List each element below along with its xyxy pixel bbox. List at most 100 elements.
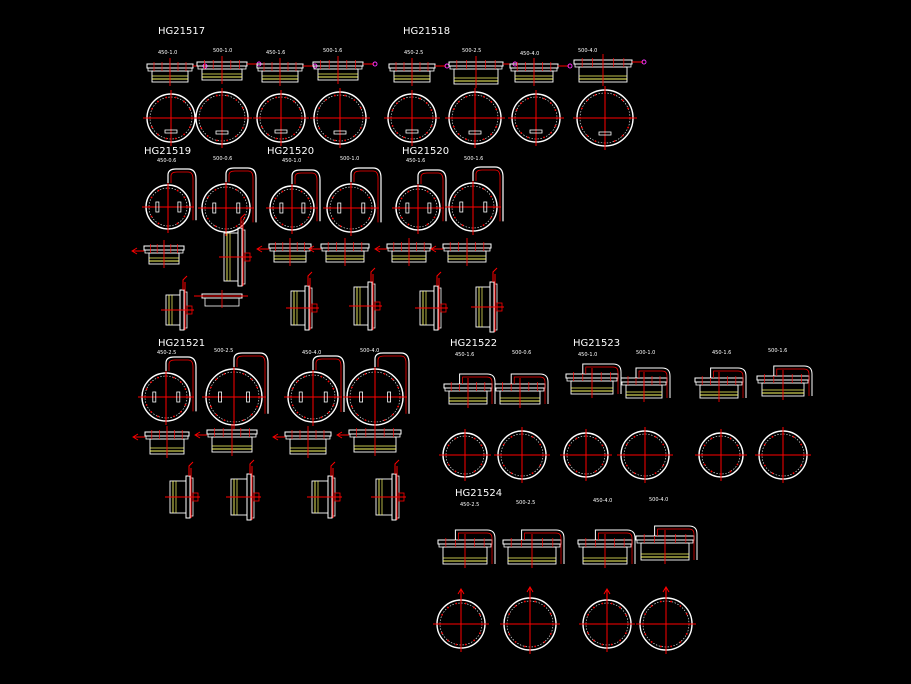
label-hg21523-1: 450-1.0 bbox=[578, 352, 597, 358]
mid-front-6 bbox=[445, 166, 504, 235]
label-hg21522-1: 450-1.6 bbox=[455, 352, 474, 358]
label-hg21521-2: 500-2.5 bbox=[214, 348, 233, 354]
mid-front-1 bbox=[142, 168, 197, 233]
label-hg21524-4: 500-4.0 bbox=[649, 497, 668, 503]
label-hg21521-3: 450-4.0 bbox=[302, 350, 321, 356]
title-hg21519: HG21519 bbox=[144, 146, 191, 157]
label-hg21517-4: 500-1.6 bbox=[323, 48, 342, 54]
hg21521-front-1 bbox=[138, 356, 197, 425]
label-hg21517-2: 500-1.0 bbox=[213, 48, 232, 54]
mid-side-1 bbox=[161, 275, 194, 331]
label-hg21523-2: 500-1.0 bbox=[636, 350, 655, 356]
hg21521-elevation-4 bbox=[336, 424, 402, 456]
label-hg21517-1: 450-1.0 bbox=[158, 50, 177, 56]
hg21521-front-3 bbox=[284, 355, 345, 426]
label-hg21523-3: 450-1.6 bbox=[712, 350, 731, 356]
title-hg21518: HG21518 bbox=[403, 26, 450, 37]
label-hg21524-2: 500-2.5 bbox=[516, 500, 535, 506]
mid-side-3 bbox=[349, 267, 382, 331]
mid-side-5 bbox=[471, 267, 504, 333]
mid-elevation-1 bbox=[131, 240, 185, 268]
label-hg21520b-2: 500-1.6 bbox=[464, 156, 483, 162]
label-hg21521-4: 500-4.0 bbox=[360, 348, 379, 354]
label-hg21518-1: 450-2.5 bbox=[404, 50, 423, 56]
hg21524-elevation-4 bbox=[635, 525, 698, 564]
hg21518-front-3 bbox=[508, 90, 564, 146]
label-hg21524-1: 450-2.5 bbox=[460, 502, 479, 508]
hg21524-front-3 bbox=[579, 588, 635, 652]
mid-front-2 bbox=[198, 167, 257, 236]
hg21524-elevation-1 bbox=[437, 529, 496, 568]
hinge-front-4 bbox=[617, 427, 673, 483]
hg21524-front-4 bbox=[636, 586, 696, 654]
mid-front-4 bbox=[323, 167, 382, 236]
drawing-parts bbox=[131, 54, 813, 654]
label-hg21517-3: 450-1.6 bbox=[266, 50, 285, 56]
hg21521-elevation-1 bbox=[132, 426, 190, 458]
label-hg21522-2: 500-0.6 bbox=[512, 350, 531, 356]
hg21524-front-1 bbox=[433, 588, 489, 652]
hinge-elevation-6 bbox=[756, 365, 813, 400]
mid-elevation-2 bbox=[256, 238, 312, 266]
hg21518-front-1 bbox=[384, 90, 440, 146]
label-hg21518-3: 450-4.0 bbox=[520, 51, 539, 57]
title-hg21522: HG21522 bbox=[450, 338, 497, 349]
hinge-front-3 bbox=[560, 429, 612, 481]
hg21518-elevation-2 bbox=[448, 56, 518, 88]
hg21518-elevation-1 bbox=[388, 58, 450, 86]
hg21521-side-3 bbox=[307, 461, 342, 519]
hinge-front-1 bbox=[439, 429, 491, 481]
hinge-front-2 bbox=[494, 427, 550, 483]
hg21517-front-4 bbox=[310, 88, 370, 148]
hg21518-elevation-3 bbox=[509, 58, 573, 86]
mid-side-2 bbox=[286, 271, 319, 331]
label-hg21524-3: 450-4.0 bbox=[593, 498, 612, 504]
label-hg21519-1: 450-0.6 bbox=[157, 158, 176, 164]
hg21521-side-2 bbox=[226, 459, 261, 521]
hinge-elevation-3 bbox=[565, 363, 622, 398]
hg21524-front-2 bbox=[500, 586, 560, 654]
hg21521-elevation-2 bbox=[194, 424, 258, 456]
hinge-elevation-5 bbox=[694, 367, 747, 402]
label-hg21520b-1: 450-1.6 bbox=[406, 158, 425, 164]
hg21518-front-4 bbox=[573, 86, 637, 150]
mid-elevation-4 bbox=[374, 238, 432, 266]
hg21518-elevation-4 bbox=[573, 54, 647, 86]
title-hg21523: HG21523 bbox=[573, 338, 620, 349]
mid-side-4 bbox=[415, 271, 448, 331]
mid-front-5 bbox=[392, 169, 447, 234]
hg21524-elevation-3 bbox=[577, 529, 636, 568]
hg21521-side-4 bbox=[371, 459, 406, 521]
title-hg21520-a: HG21520 bbox=[267, 146, 314, 157]
hg21519-flat-cover bbox=[194, 290, 248, 308]
hinge-front-5 bbox=[695, 429, 747, 481]
mid-front-3 bbox=[266, 169, 321, 234]
title-hg21520-b: HG21520 bbox=[402, 146, 449, 157]
mid-elevation-3 bbox=[308, 238, 370, 266]
hg21521-elevation-3 bbox=[272, 426, 332, 458]
title-hg21517: HG21517 bbox=[158, 26, 205, 37]
hg21521-side-1 bbox=[165, 461, 200, 519]
label-hg21523-4: 500-1.6 bbox=[768, 348, 787, 354]
hinge-front-6 bbox=[755, 427, 811, 483]
label-hg21518-4: 500-4.0 bbox=[578, 48, 597, 54]
hinge-elevation-2 bbox=[494, 373, 549, 408]
label-hg21521-1: 450-2.5 bbox=[157, 350, 176, 356]
mid-elevation-5 bbox=[430, 238, 492, 266]
hinge-elevation-4 bbox=[620, 367, 671, 402]
hg21517-front-2 bbox=[192, 88, 252, 148]
label-hg21519-2: 500-0.6 bbox=[213, 156, 232, 162]
hg21517-elevation-2 bbox=[196, 56, 262, 84]
hg21519-side-upper bbox=[219, 213, 252, 287]
hg21517-front-3 bbox=[253, 90, 309, 146]
hg21518-front-2 bbox=[445, 88, 505, 148]
title-hg21521: HG21521 bbox=[158, 338, 205, 349]
label-hg21520a-1: 450-1.0 bbox=[282, 158, 301, 164]
label-hg21518-2: 500-2.5 bbox=[462, 48, 481, 54]
label-hg21520a-2: 500-1.0 bbox=[340, 156, 359, 162]
hinge-elevation-1 bbox=[443, 373, 496, 408]
title-hg21524: HG21524 bbox=[455, 488, 502, 499]
